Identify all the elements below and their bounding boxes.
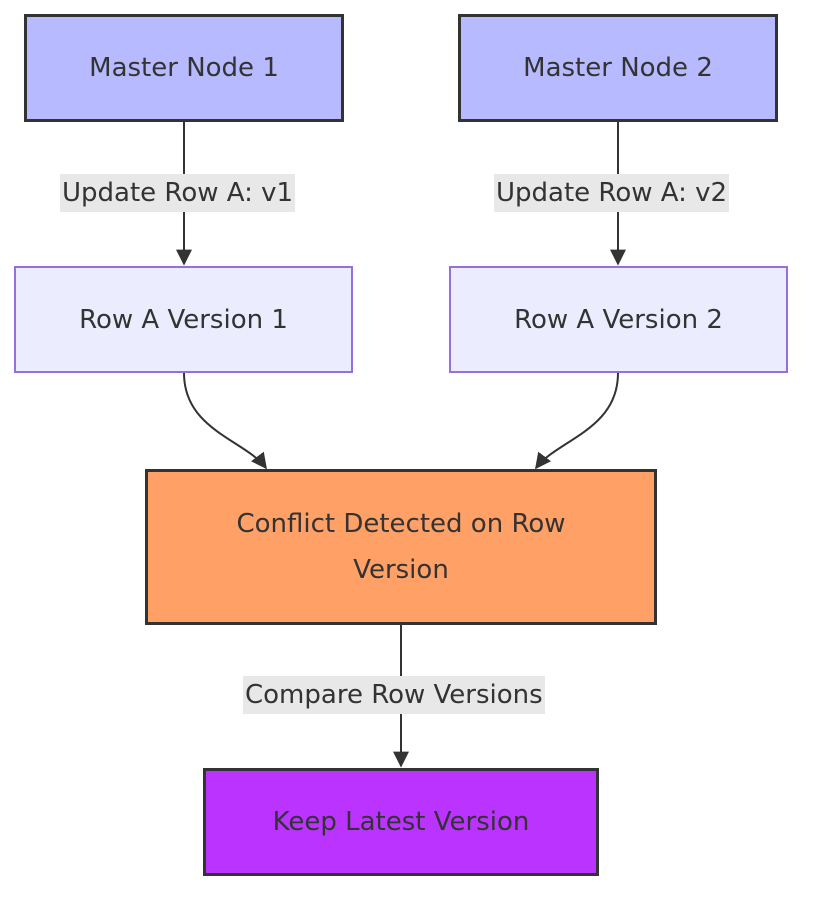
edge-row1-conflict: [183, 372, 267, 470]
conflict-detected-node: Conflict Detected on Row Version: [145, 469, 657, 625]
keep-latest-version-node: Keep Latest Version: [203, 768, 599, 876]
row-a-version-2: Row A Version 2: [449, 266, 788, 373]
conflict-label-line-1: Conflict Detected on Row: [236, 509, 566, 539]
edge-row2-conflict: [535, 372, 619, 470]
master-node-1-label: Master Node 1: [89, 53, 279, 83]
edge-label-update-v1: Update Row A: v1: [60, 174, 296, 212]
row-a-version-2-label: Row A Version 2: [514, 304, 723, 335]
master-node-2: Master Node 2: [458, 14, 778, 122]
row-a-version-1: Row A Version 1: [14, 266, 353, 373]
edge-label-compare: Compare Row Versions: [243, 676, 545, 714]
master-node-1: Master Node 1: [24, 14, 344, 122]
master-node-2-label: Master Node 2: [523, 53, 713, 83]
conflict-label-line-2: Version: [353, 555, 449, 585]
row-a-version-1-label: Row A Version 1: [79, 304, 288, 335]
edge-label-update-v2: Update Row A: v2: [494, 174, 730, 212]
keep-latest-version-label: Keep Latest Version: [272, 807, 530, 837]
